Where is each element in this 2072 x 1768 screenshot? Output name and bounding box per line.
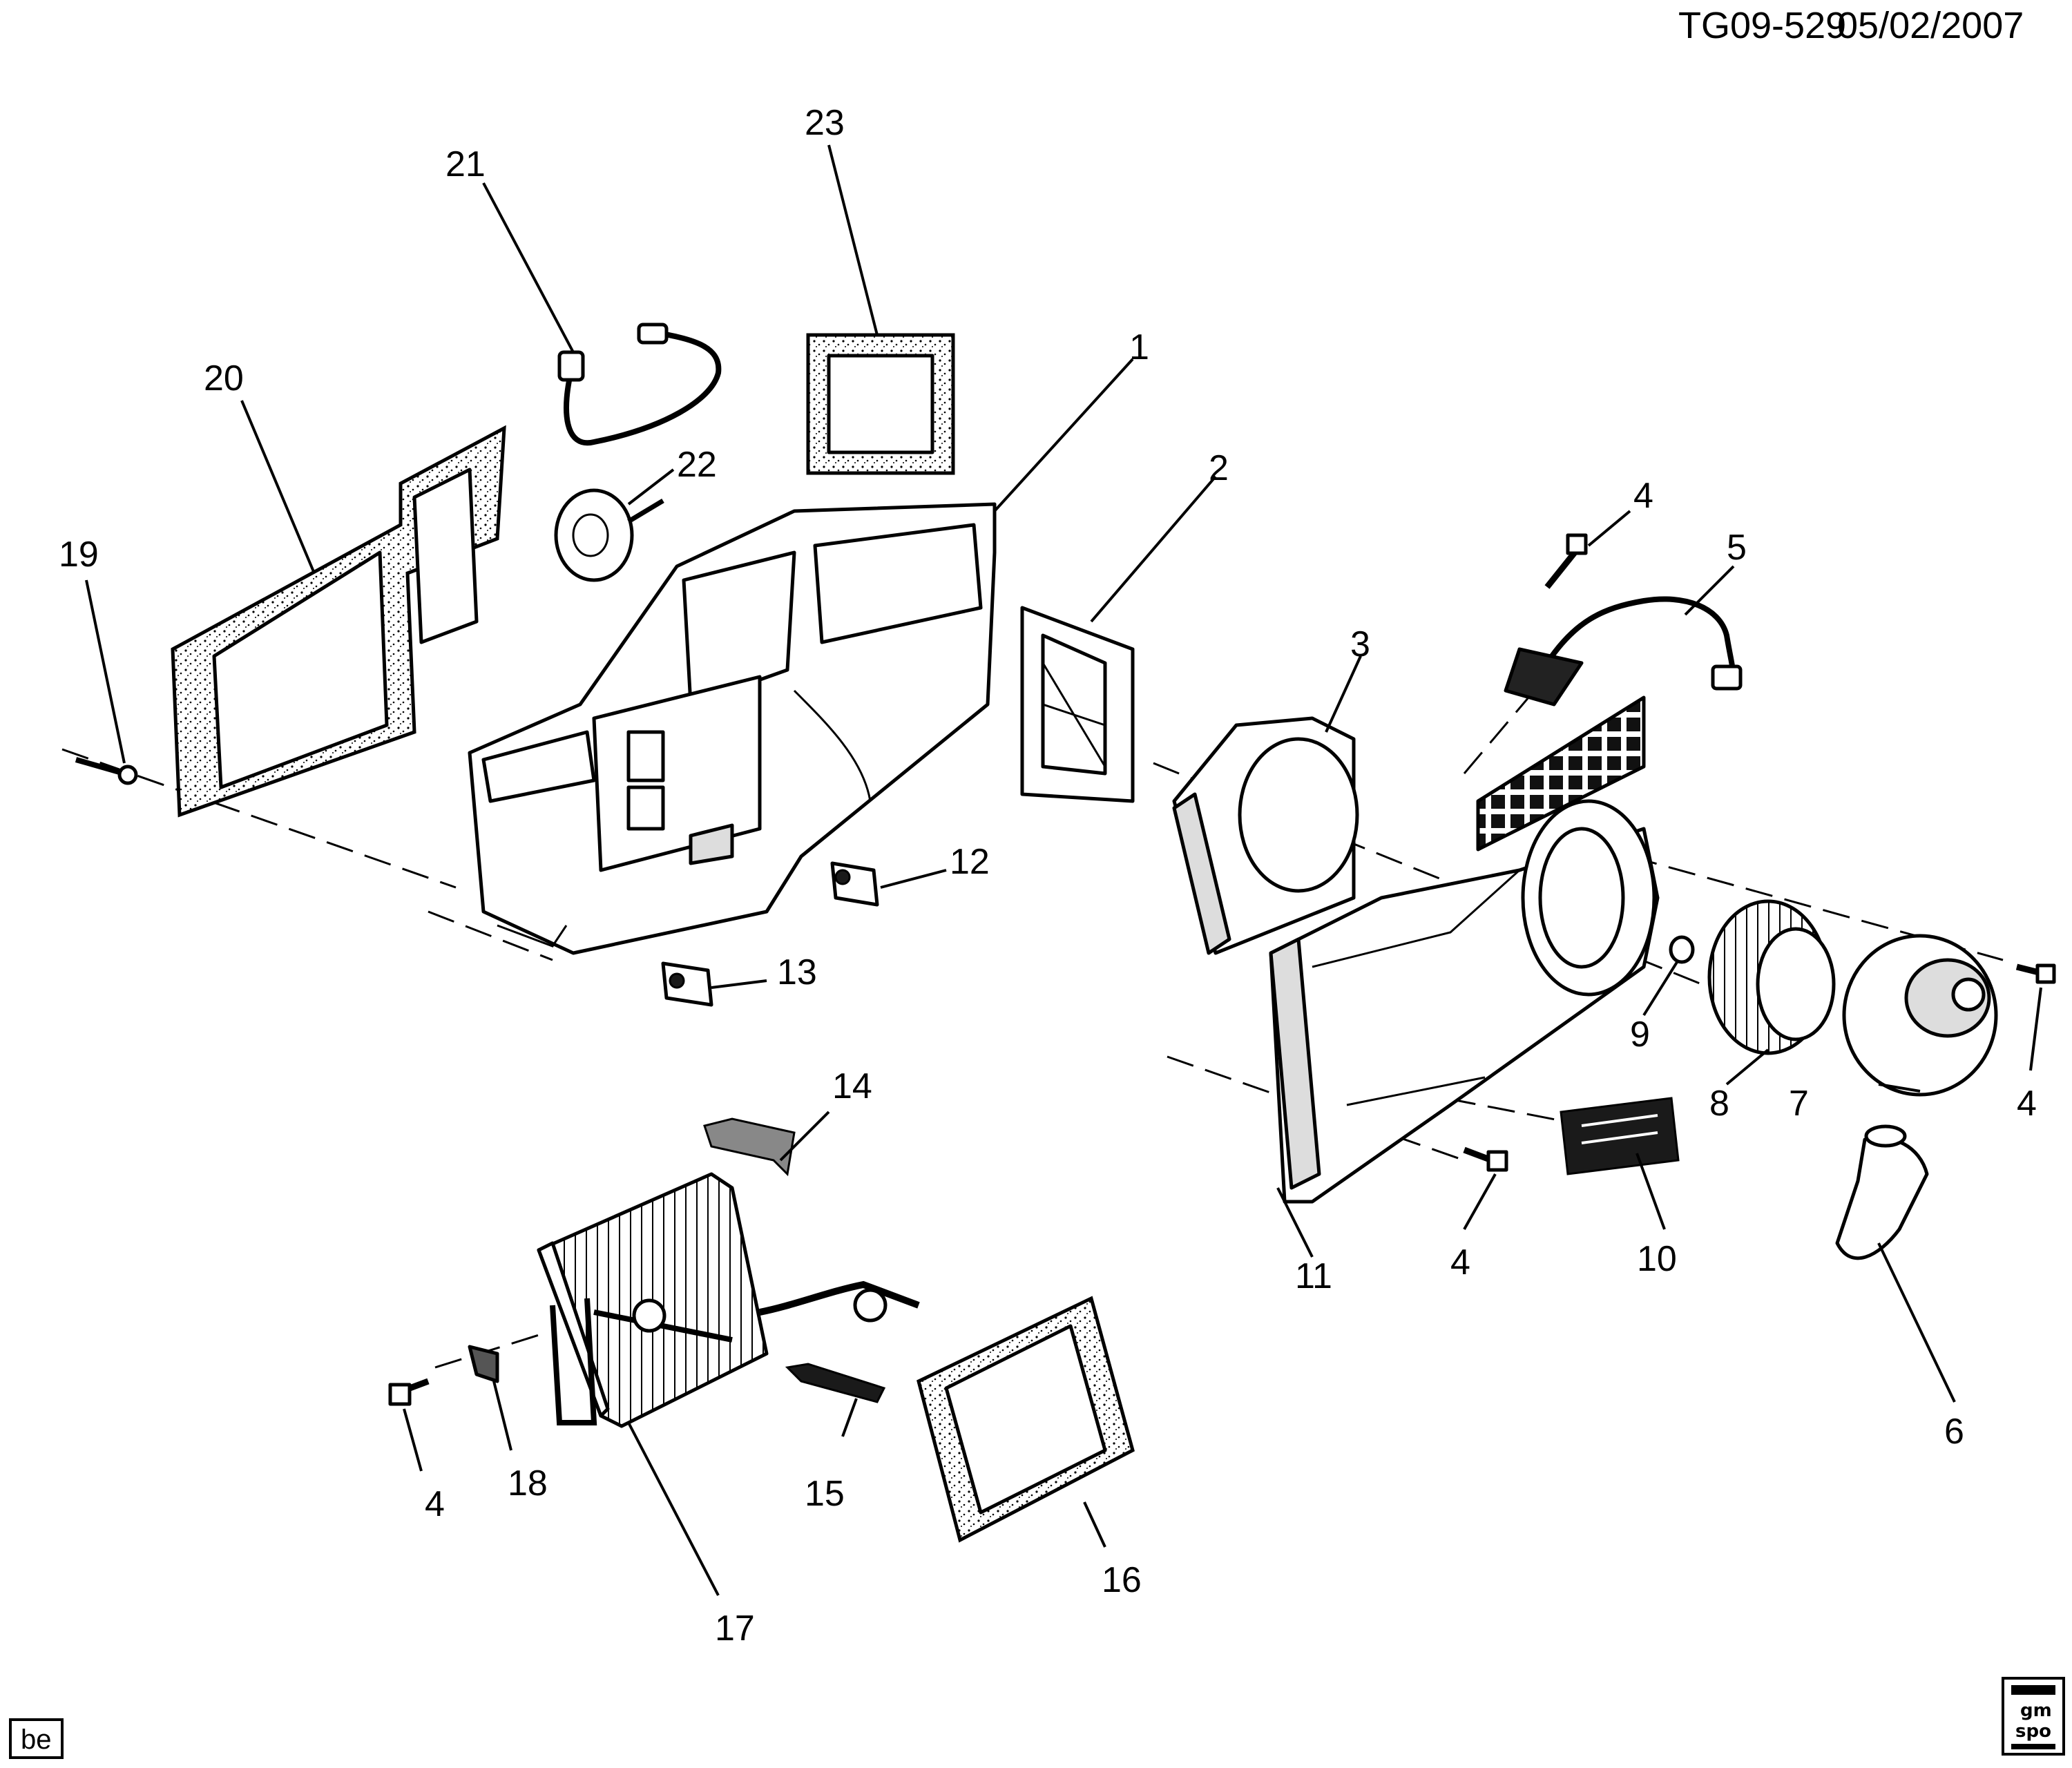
callout-2: 2	[1209, 448, 1229, 488]
stud-part-19	[75, 757, 138, 785]
bolt-part-4-right	[2015, 963, 2056, 984]
cable-part-21	[557, 323, 722, 446]
blower-plate-part-3	[1172, 716, 1359, 955]
clip-part-13	[661, 961, 713, 1007]
svg-text:gm: gm	[2020, 1700, 2052, 1721]
callout-21: 21	[445, 144, 486, 184]
sensor-part-15	[785, 1363, 886, 1403]
gasket-part-20	[171, 425, 506, 818]
callout-5: 5	[1727, 528, 1747, 568]
blower-motor-part-7	[1842, 934, 1998, 1097]
filter-part-16	[917, 1296, 1135, 1543]
seal-part-14	[703, 1117, 796, 1177]
callout-20: 20	[204, 358, 244, 398]
gmspo-logo: gm spo	[2002, 1677, 2065, 1756]
badge-label: be	[21, 1724, 52, 1755]
label-part-10	[1560, 1097, 1680, 1175]
callout-18: 18	[508, 1463, 548, 1503]
callout-6: 6	[1944, 1412, 1964, 1452]
callout-19: 19	[59, 535, 99, 575]
illustration-id: TG09-529	[1678, 5, 1846, 46]
bolt-part-4-center	[1463, 1146, 1508, 1172]
callout-4-top: 4	[1633, 476, 1653, 516]
callout-22: 22	[677, 445, 717, 485]
nut-part-9	[1669, 935, 1695, 964]
drain-hose-part-6	[1835, 1124, 1929, 1260]
filter-part-23	[806, 333, 955, 475]
blower-wheel-part-8	[1707, 899, 1836, 1055]
callout-9: 9	[1630, 1015, 1650, 1055]
callout-17: 17	[715, 1608, 755, 1649]
callout-23: 23	[805, 103, 845, 143]
callout-15: 15	[805, 1474, 845, 1514]
door-part-2	[1020, 606, 1135, 803]
clip-part-12	[830, 861, 879, 907]
case-part-1	[468, 502, 997, 955]
callout-4-right: 4	[2017, 1084, 2037, 1124]
bolt-part-4-top	[1544, 533, 1588, 589]
bracket-part-18	[468, 1345, 499, 1383]
harness-part-5	[1504, 596, 1743, 707]
callout-14: 14	[832, 1066, 872, 1106]
footer-badge: be	[9, 1718, 64, 1759]
bolt-part-4-left	[388, 1378, 430, 1406]
callout-4-left: 4	[425, 1484, 445, 1524]
actuator-part-22	[554, 488, 664, 582]
callout-11: 11	[1295, 1256, 1332, 1296]
callout-7: 7	[1789, 1084, 1809, 1124]
callout-3: 3	[1350, 624, 1370, 664]
illustration-date: 05/02/2007	[1837, 5, 2024, 46]
callout-12: 12	[950, 842, 990, 882]
callouts: 1 2 3 4 5 6 7 8 9 10 11 4 4 12 13 14 15 …	[59, 103, 2037, 1649]
leader-lines	[85, 144, 2042, 1596]
callout-1: 1	[1129, 327, 1149, 367]
callout-8: 8	[1709, 1084, 1729, 1124]
evaporator-part-17	[537, 1172, 920, 1428]
callout-16: 16	[1102, 1560, 1142, 1600]
callout-10: 10	[1637, 1239, 1677, 1279]
blower-case-part-11	[1269, 695, 1660, 1204]
callout-13: 13	[777, 952, 817, 992]
callout-4-center: 4	[1450, 1242, 1470, 1282]
svg-text:spo: spo	[2015, 1721, 2051, 1742]
